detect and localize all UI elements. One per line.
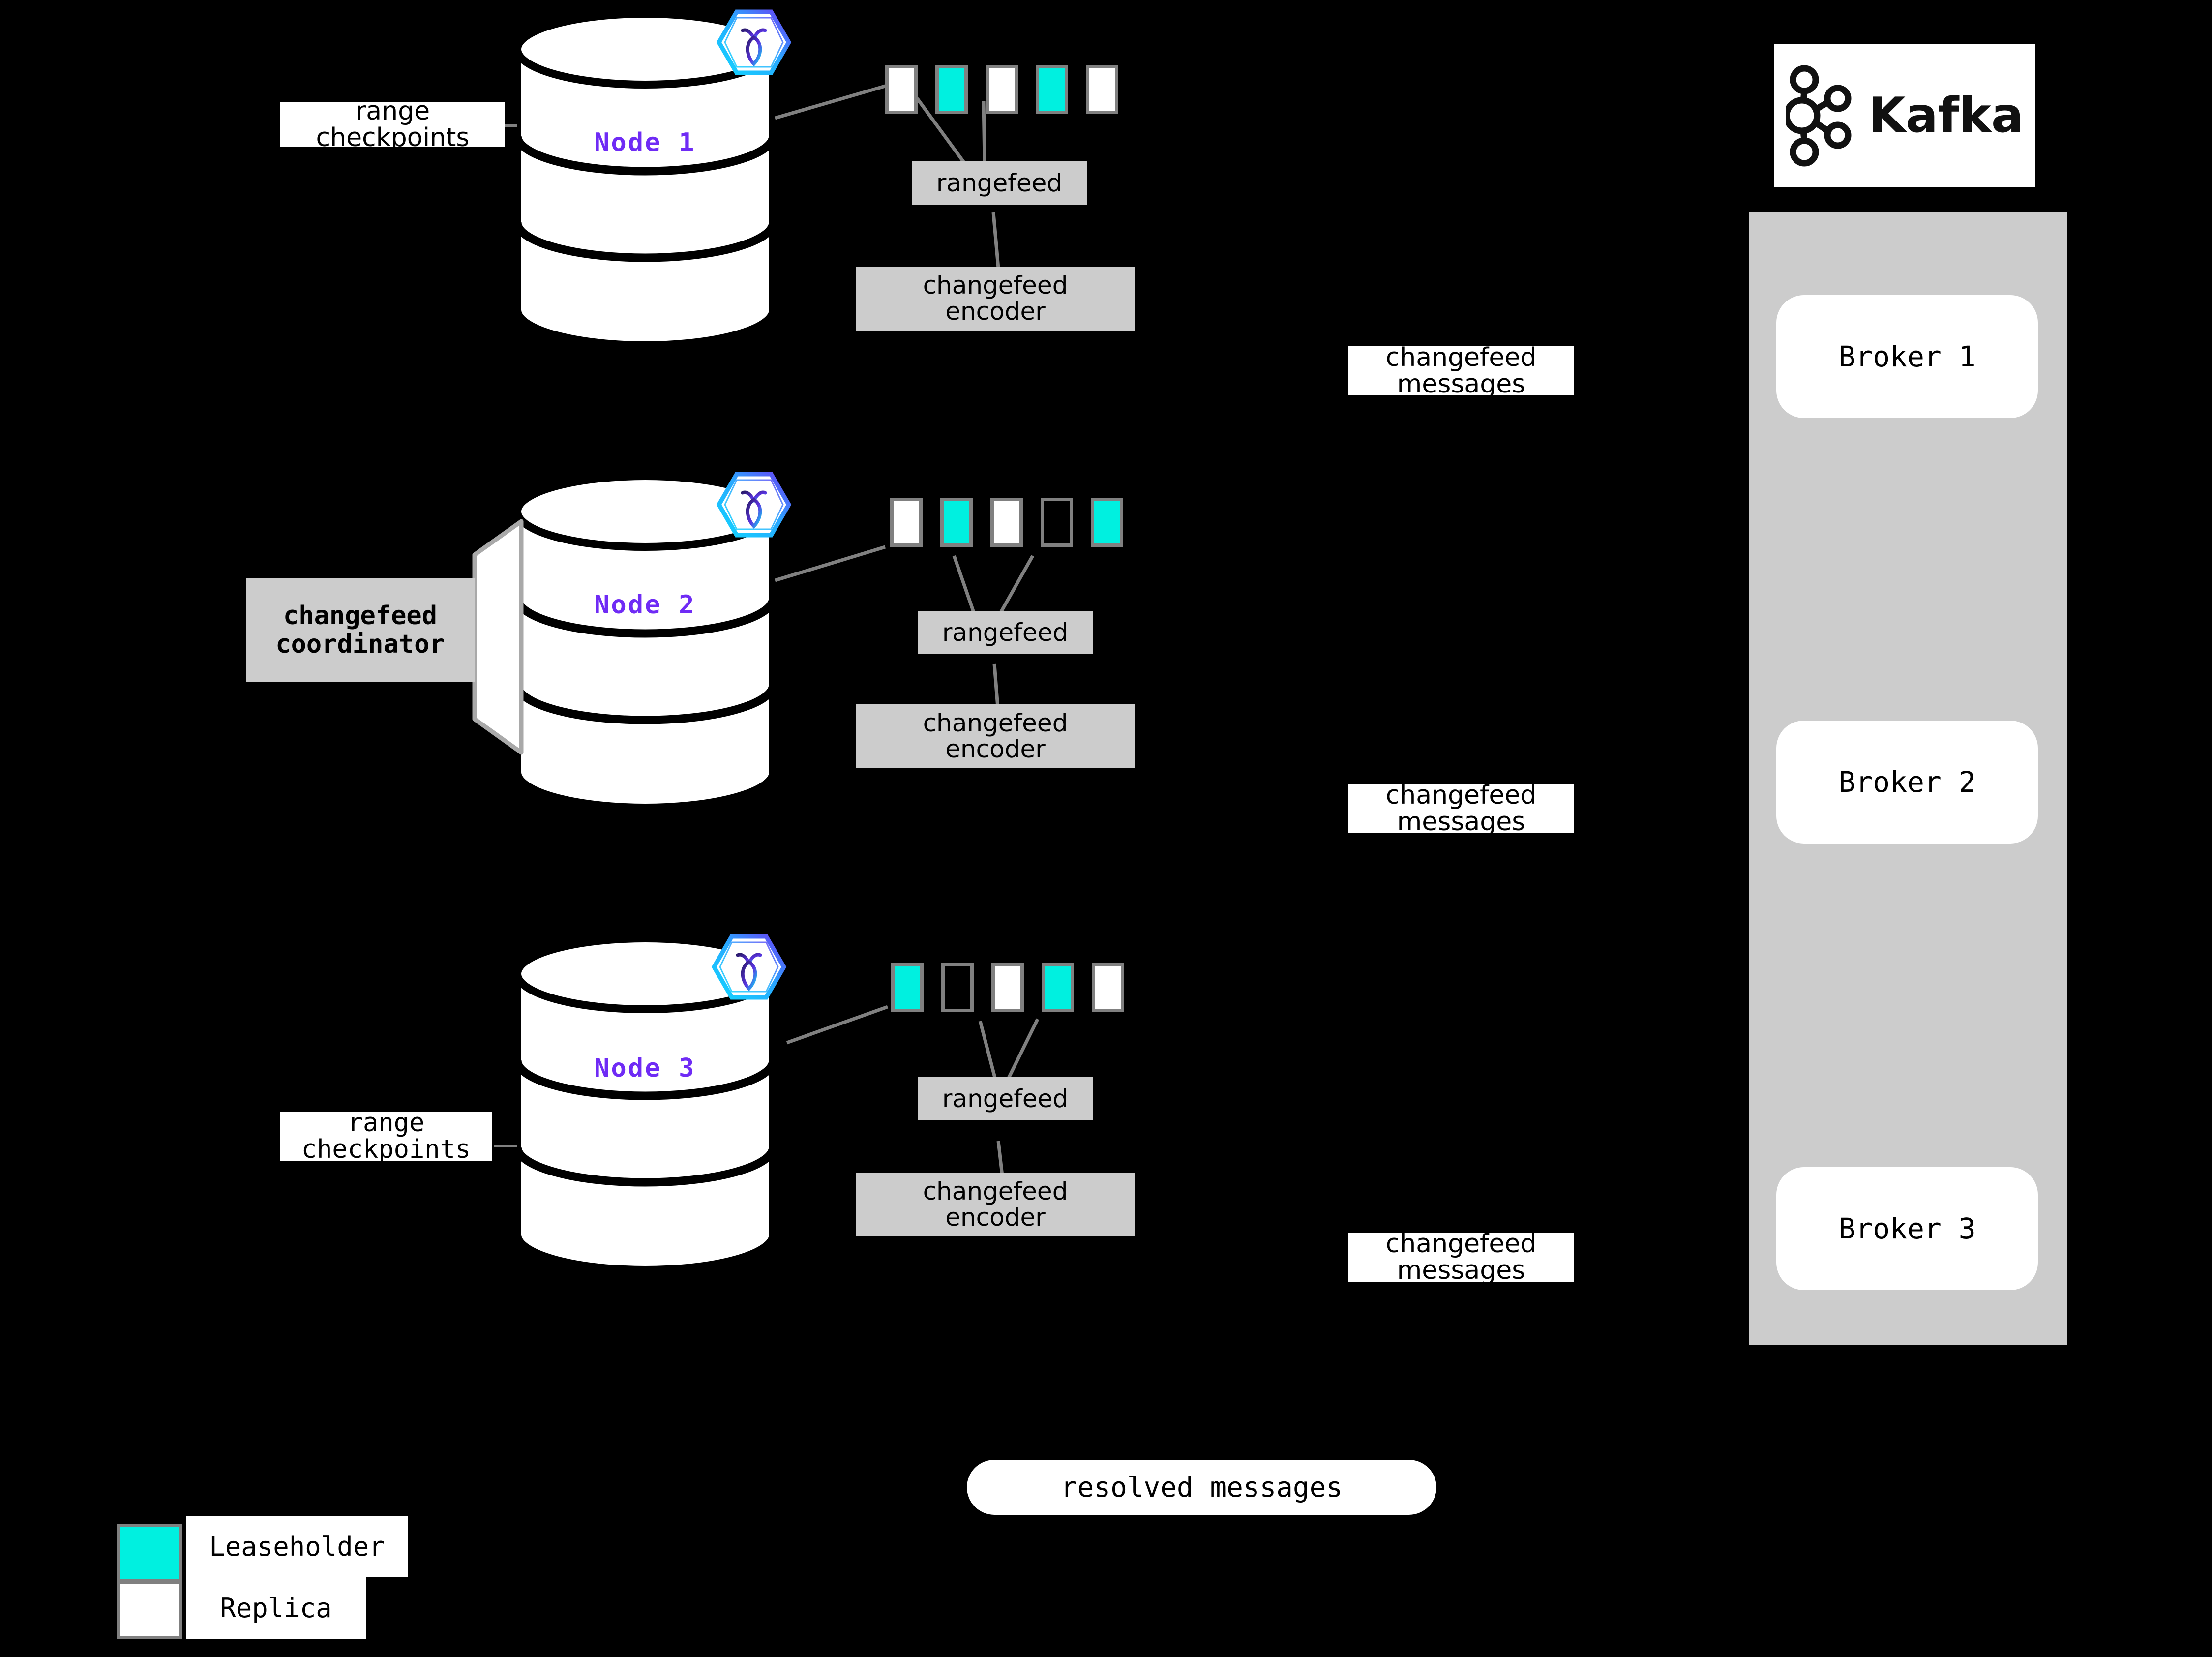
range-leaseholder[interactable] bbox=[940, 498, 973, 547]
kafka-logo-icon bbox=[1785, 65, 1852, 166]
cockroachdb-hexagon-icon bbox=[716, 9, 792, 75]
range-leaseholder[interactable] bbox=[1036, 65, 1068, 114]
changefeed-encoder-box-node3[interactable]: changefeed encoder bbox=[856, 1173, 1135, 1236]
node-3-cylinder bbox=[513, 934, 777, 1274]
range-replica[interactable] bbox=[991, 963, 1024, 1012]
range-replica[interactable] bbox=[986, 65, 1018, 114]
range-replica[interactable] bbox=[890, 498, 923, 547]
kafka-logo-card: Kafka bbox=[1774, 44, 2035, 187]
replica-swatch-icon bbox=[117, 1580, 182, 1639]
changefeed-messages-label-3: changefeed messages bbox=[1348, 1233, 1574, 1282]
node-3-label: Node 3 bbox=[594, 1054, 696, 1083]
range-checkpoints-label-node3: range checkpoints bbox=[280, 1112, 492, 1161]
leaseholder-swatch-icon bbox=[117, 1524, 182, 1583]
broker-box-2[interactable]: Broker 2 bbox=[1776, 721, 2038, 844]
resolved-messages-pill: resolved messages bbox=[967, 1460, 1436, 1515]
range-checkpoints-label-node1: range checkpoints bbox=[280, 102, 505, 147]
changefeed-coordinator-label[interactable]: changefeed coordinator bbox=[246, 578, 475, 682]
legend-label-leaseholder: Leaseholder bbox=[186, 1516, 408, 1577]
range-leaseholder[interactable] bbox=[935, 65, 968, 114]
changefeed-messages-label-2: changefeed messages bbox=[1348, 784, 1574, 833]
rangefeed-box-node2[interactable]: rangefeed bbox=[918, 611, 1093, 654]
changefeed-messages-label-1: changefeed messages bbox=[1348, 346, 1574, 395]
range-empty[interactable] bbox=[941, 963, 974, 1012]
node-1-label: Node 1 bbox=[594, 128, 696, 157]
node-2-label: Node 2 bbox=[594, 590, 696, 620]
range-replica[interactable] bbox=[885, 65, 918, 114]
changefeed-encoder-box-node1[interactable]: changefeed encoder bbox=[856, 267, 1135, 331]
range-replica[interactable] bbox=[1092, 963, 1124, 1012]
legend-label-replica: Replica bbox=[186, 1577, 366, 1639]
broker-box-1[interactable]: Broker 1 bbox=[1776, 295, 2038, 418]
range-leaseholder[interactable] bbox=[1042, 963, 1074, 1012]
kafka-wordmark: Kafka bbox=[1868, 88, 2024, 144]
range-empty[interactable] bbox=[1041, 498, 1073, 547]
range-leaseholder[interactable] bbox=[891, 963, 924, 1012]
node-1-cylinder bbox=[513, 10, 777, 349]
range-leaseholder[interactable] bbox=[1091, 498, 1123, 547]
range-replica[interactable] bbox=[1086, 65, 1118, 114]
rangefeed-box-node3[interactable]: rangefeed bbox=[918, 1077, 1093, 1120]
changefeed-encoder-box-node2[interactable]: changefeed encoder bbox=[856, 704, 1135, 768]
range-replica[interactable] bbox=[990, 498, 1023, 547]
cockroachdb-hexagon-icon bbox=[711, 934, 787, 1000]
cockroachdb-hexagon-icon bbox=[716, 472, 792, 538]
broker-box-3[interactable]: Broker 3 bbox=[1776, 1167, 2038, 1290]
node-2-cylinder bbox=[513, 472, 777, 812]
rangefeed-box-node1[interactable]: rangefeed bbox=[912, 161, 1087, 205]
coordinator-callout-pointer bbox=[472, 519, 524, 755]
